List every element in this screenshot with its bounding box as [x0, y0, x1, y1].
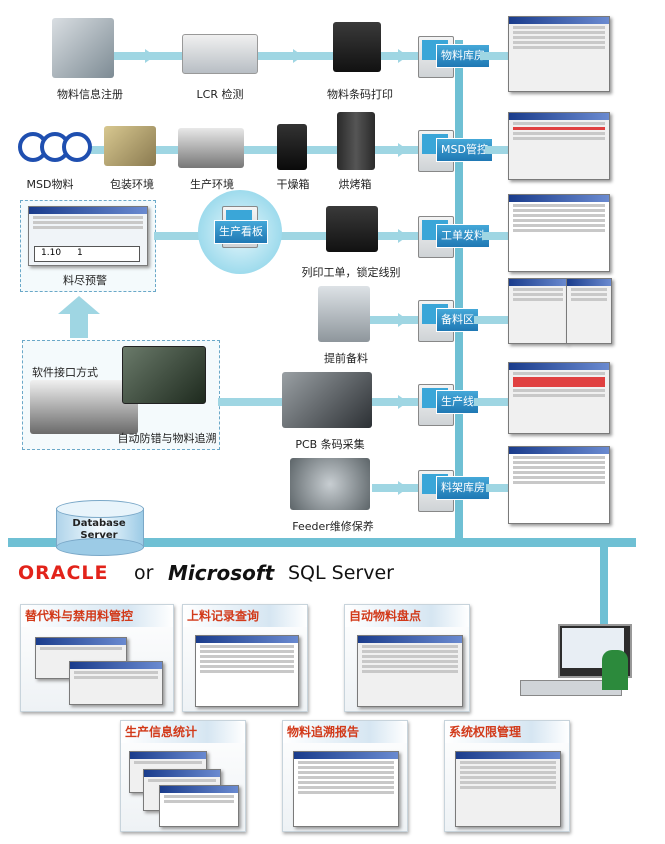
- module-screenshot: [566, 278, 612, 344]
- arrow-right: [293, 49, 303, 63]
- module-screenshot: [508, 112, 610, 180]
- feeder-maintenance-image: [290, 458, 370, 510]
- feature-panel: 上料记录查询: [182, 604, 308, 712]
- station-label: 自动防错与物料追溯: [117, 432, 217, 445]
- feature-panel: 自动物料盘点: [344, 604, 470, 712]
- counter-display: 1.10 1: [34, 246, 140, 262]
- station-label: 烘烤箱: [338, 178, 372, 191]
- barcode-printer-image: [333, 22, 381, 72]
- or-text: or: [134, 562, 154, 584]
- smt-line-image: [178, 128, 244, 168]
- module-pipe: [485, 146, 510, 154]
- panel-screenshot: [69, 661, 163, 705]
- station-label: 提前备料: [324, 352, 368, 365]
- workstation-image: [520, 620, 632, 704]
- board-label: 生产看板: [214, 220, 268, 244]
- counter-mid: 1: [77, 248, 83, 258]
- feature-panel: 物料追溯报告: [282, 720, 408, 832]
- module-pipe: [480, 52, 510, 60]
- panel-title: 系统权限管理: [445, 721, 569, 743]
- row2-pipe: [80, 146, 460, 154]
- oven-image: [337, 112, 375, 170]
- module-label: 备料区: [436, 308, 479, 332]
- arrow-right: [145, 49, 155, 63]
- feeder-cart-image: [318, 286, 370, 342]
- main-trunk: [455, 40, 463, 540]
- module-screenshot: [508, 278, 568, 344]
- oracle-logo: ORACLE: [18, 562, 109, 584]
- arrow-right: [398, 143, 408, 157]
- database-line1: Database: [72, 518, 126, 529]
- arrow-right: [398, 229, 408, 243]
- arrow-right: [398, 49, 408, 63]
- station-label: LCR 检测: [196, 88, 244, 101]
- module-screenshot: [508, 16, 610, 92]
- label-printer-hand-image: [52, 18, 114, 78]
- station-label: 包装环境: [110, 178, 154, 191]
- station-label: PCB 条码采集: [295, 438, 365, 451]
- panel-screenshot: [159, 785, 239, 827]
- panel-screenshot: [455, 751, 561, 827]
- station-label: 软件接口方式: [32, 366, 98, 379]
- module-pipe: [482, 232, 510, 240]
- placement-machine-image: [30, 380, 138, 434]
- panel-screenshot: [195, 635, 299, 707]
- row4-pipe: [370, 316, 460, 324]
- station-label: 生产环境: [190, 178, 234, 191]
- row3-pipe: [154, 232, 460, 240]
- arrow-right: [398, 313, 408, 327]
- station-label: 料尽预警: [63, 274, 107, 287]
- panel-title: 替代料与禁用料管控: [21, 605, 173, 627]
- station-label: 列印工单，锁定线别: [301, 266, 401, 279]
- row1-pipe: [110, 52, 460, 60]
- module-screenshot: [508, 194, 610, 272]
- module-label: 生产线: [436, 390, 479, 414]
- workorder-printer-image: [326, 206, 378, 252]
- station-label: MSD物料: [26, 178, 74, 191]
- module-pipe: [486, 484, 510, 492]
- packaging-image: [104, 126, 156, 166]
- microsoft-logo: Microsoft: [168, 561, 275, 585]
- panel-title: 上料记录查询: [183, 605, 307, 627]
- sql-server-text: SQL Server: [288, 562, 394, 584]
- reel-icon: [62, 132, 92, 162]
- panel-title: 生产信息统计: [121, 721, 245, 743]
- dry-cabinet-image: [277, 124, 307, 170]
- station-label: 干燥箱: [276, 178, 310, 191]
- lcr-meter-image: [182, 34, 258, 74]
- module-pipe: [474, 316, 510, 324]
- feature-panel: 系统权限管理: [444, 720, 570, 832]
- station-label: Feeder维修保养: [292, 520, 374, 533]
- arrow-right: [398, 395, 408, 409]
- arrow-right: [398, 481, 408, 495]
- pcb-scanner-image: [282, 372, 372, 428]
- alert-screen: [28, 206, 148, 266]
- up-arrow-stem: [70, 312, 88, 338]
- bus-drop: [600, 540, 608, 630]
- panel-title: 自动物料盘点: [345, 605, 469, 627]
- data-bus: [8, 538, 636, 547]
- row6-pipe: [372, 484, 460, 492]
- module-label: MSD管控: [436, 138, 493, 162]
- station-label: 物料条码打印: [327, 88, 393, 101]
- module-screenshot: [508, 362, 610, 434]
- module-pipe: [474, 398, 510, 406]
- module-label: 料架库房: [436, 476, 490, 500]
- database-line2: Server: [80, 530, 118, 541]
- feature-panel: 生产信息统计: [120, 720, 246, 832]
- station-label: 物料信息注册: [57, 88, 123, 101]
- panel-screenshot: [293, 751, 399, 827]
- module-screenshot: [508, 446, 610, 524]
- counter-left: 1.10: [41, 248, 62, 258]
- panel-screenshot: [357, 635, 463, 707]
- feeder-closeup-image: [122, 346, 206, 404]
- panel-title: 物料追溯报告: [283, 721, 407, 743]
- database-cylinder: Database Server: [56, 500, 144, 556]
- up-arrow-head: [58, 296, 100, 314]
- feature-panel: 替代料与禁用料管控: [20, 604, 174, 712]
